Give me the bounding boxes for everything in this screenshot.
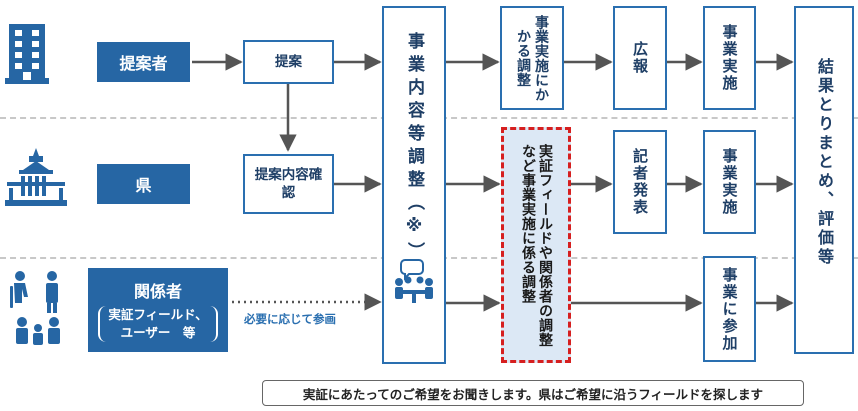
project-participation-box: 事業に参加 — [703, 256, 756, 362]
result-evaluation-text: 結果とりまとめ、評価等 — [815, 58, 834, 267]
prefecture-label: 県 — [97, 164, 190, 204]
content-confirm-box: 提案内容確認 — [243, 154, 334, 214]
project-adjustment-text: 事業実施にかかる調整 — [515, 14, 549, 102]
related-parties-title: 関係者 — [133, 282, 182, 301]
related-parties-sub: 実証フィールド、 ユーザー 等 — [98, 306, 218, 342]
project-adjustment-box: 事業実施にかかる調整 — [500, 6, 564, 110]
as-needed-label: 必要に応じて参画 — [244, 312, 336, 326]
government-building-icon — [5, 148, 67, 206]
project-execution-box-2: 事業実施 — [703, 130, 756, 234]
project-execution-text-1: 事業実施 — [720, 24, 739, 92]
field-adjustment-line2: など事業実施に係る調整 — [520, 143, 536, 304]
proposer-label: 提案者 — [97, 42, 190, 82]
main-adjustment-box: 事業内容等調整（※） — [382, 6, 446, 364]
main-adjustment-text: 事業内容等調整（※） — [404, 32, 424, 265]
project-participation-text: 事業に参加 — [720, 266, 739, 352]
related-parties-label: 関係者 実証フィールド、 ユーザー 等 — [88, 268, 228, 352]
field-adjustment-text: 実証フィールドや関係者の調整 など事業実施に係る調整 — [519, 144, 553, 347]
result-evaluation-box: 結果とりまとめ、評価等 — [794, 6, 854, 354]
meeting-icon — [395, 259, 433, 303]
field-adjustment-box: 実証フィールドや関係者の調整 など事業実施に係る調整 — [501, 127, 571, 363]
field-adjustment-line1: 実証フィールドや関係者の調整 — [537, 143, 553, 347]
proposal-box: 提案 — [243, 40, 334, 84]
press-release-box: 記者発表 — [613, 130, 667, 234]
bottom-note: 実証にあたってのご希望をお聞きします。県はご希望に沿うフィールドを探します — [262, 380, 804, 406]
pr-text: 広報 — [631, 41, 649, 75]
related-parties-sub-line2: ユーザー 等 — [120, 325, 196, 340]
related-parties-sub-line1: 実証フィールド、 — [108, 307, 208, 322]
people-group-icon — [10, 271, 60, 345]
pr-box: 広報 — [613, 6, 667, 110]
press-release-text: 記者発表 — [631, 148, 649, 216]
project-execution-box-1: 事業実施 — [703, 6, 756, 110]
building-icon — [5, 24, 49, 84]
project-execution-text-2: 事業実施 — [720, 148, 739, 216]
